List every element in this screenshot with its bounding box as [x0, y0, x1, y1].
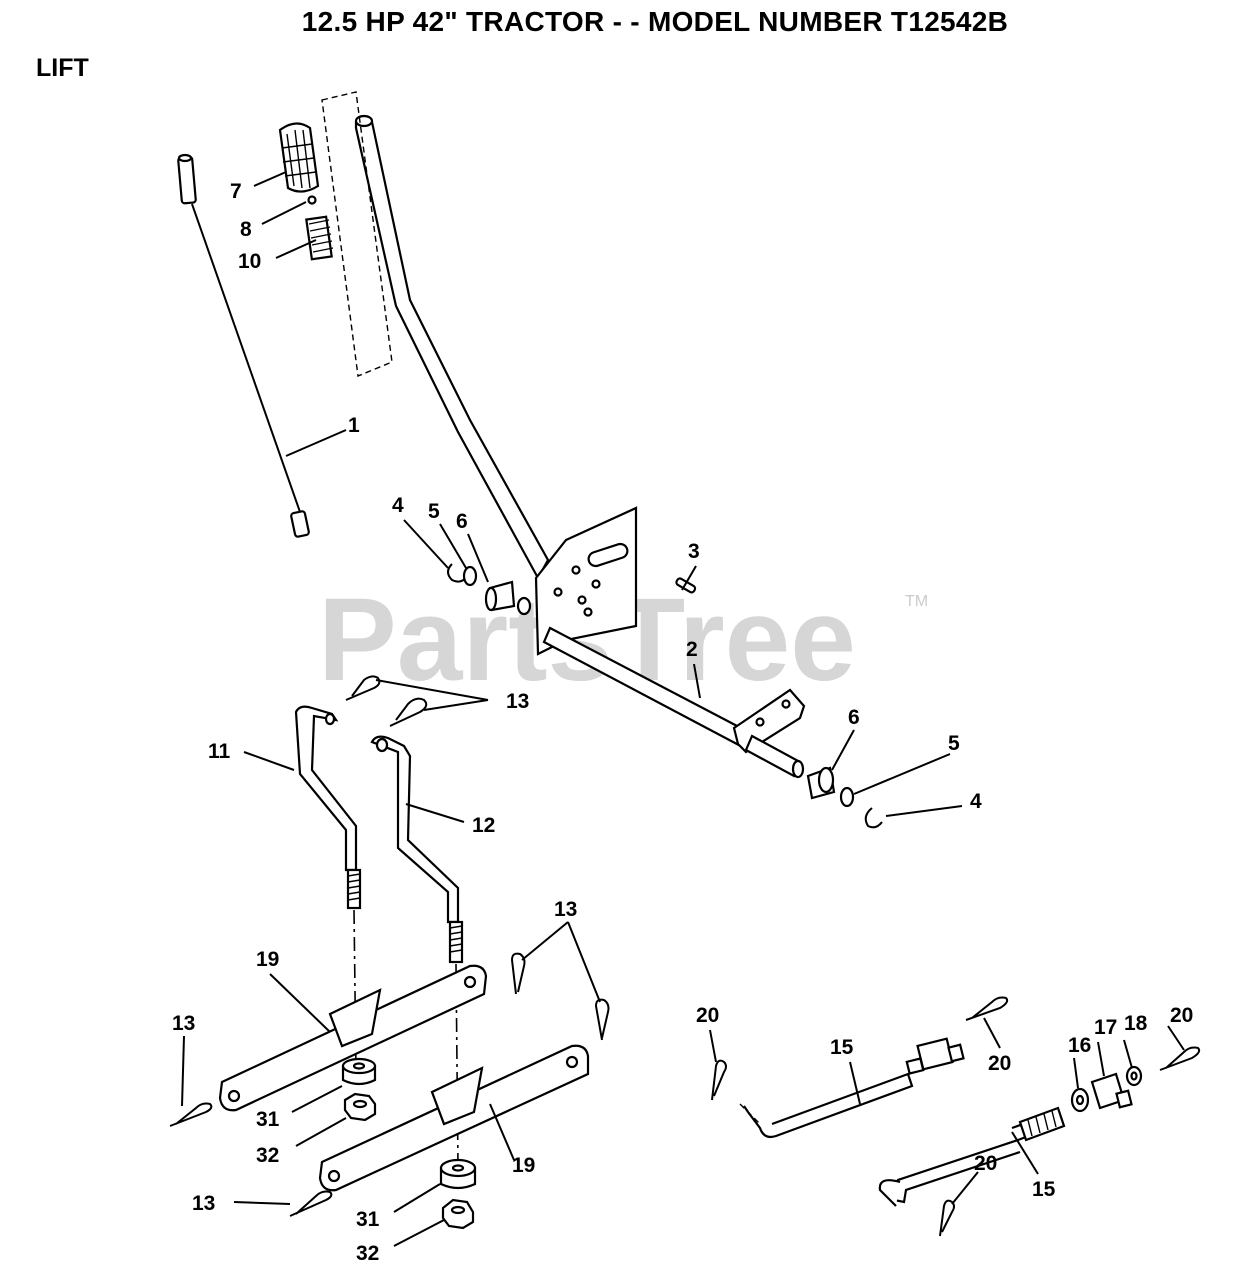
- part-6-bushing-left: [484, 580, 532, 616]
- callout-3: 3: [688, 540, 700, 563]
- callout-32-lower: 32: [356, 1242, 379, 1265]
- adjuster-block: [905, 1037, 965, 1075]
- callout-7: 7: [230, 180, 242, 203]
- callout-11: 11: [208, 740, 231, 763]
- part-19-lift-arm-upper: [218, 964, 488, 1112]
- part-31-spacer-lower: [439, 1158, 477, 1190]
- callout-10: 10: [238, 250, 261, 273]
- part-20-clip-left: [711, 1059, 727, 1101]
- part-15-link-upper: [739, 1072, 914, 1139]
- part-13-hairpin-clip-mid-a: [510, 952, 526, 995]
- callout-20-bottom: 20: [974, 1152, 997, 1175]
- callout-2: 2: [686, 638, 698, 661]
- callout-5-right: 5: [948, 732, 960, 755]
- part-5-washer-right: [839, 786, 855, 808]
- part-13-hairpin-clip-upper-b: [389, 697, 428, 727]
- part-1-lift-rod: [177, 153, 310, 538]
- callout-6-left: 6: [456, 510, 468, 533]
- callout-13-upper: 13: [506, 690, 529, 713]
- callout-20-top: 20: [988, 1052, 1011, 1075]
- section-title: LIFT: [36, 54, 89, 82]
- part-13-hairpin-clip-upper-a: [345, 675, 381, 701]
- callout-13-left: 13: [172, 1012, 195, 1035]
- part-17-block: [1090, 1072, 1133, 1110]
- part-6-bushing-right: [806, 766, 836, 800]
- watermark-tm: TM: [905, 593, 928, 610]
- mounting-plate: [534, 506, 638, 656]
- callout-13-bottom: 13: [192, 1192, 215, 1215]
- part-31-spacer-upper: [341, 1057, 377, 1086]
- part-7-grip: [278, 122, 320, 193]
- part-2-cross-shaft: [542, 626, 806, 779]
- callout-15-lower: 15: [1032, 1178, 1056, 1201]
- callout-5-left: 5: [428, 500, 440, 523]
- callout-32-upper: 32: [256, 1144, 279, 1167]
- part-20-clip-right: [1159, 1046, 1201, 1071]
- callout-31-upper: 31: [256, 1108, 280, 1131]
- callout-31-lower: 31: [356, 1208, 380, 1231]
- part-19-lift-arm-lower: [318, 1044, 590, 1192]
- part-16-nut: [1070, 1087, 1090, 1113]
- callout-18: 18: [1124, 1012, 1148, 1035]
- callout-20-left: 20: [696, 1004, 719, 1027]
- part-8-pin: [307, 195, 317, 205]
- part-20-clip-top: [965, 996, 1009, 1021]
- callout-6-right: 6: [848, 706, 860, 729]
- part-4-ring-left: [447, 563, 467, 583]
- callout-13-mid: 13: [554, 898, 577, 921]
- callout-19-lower: 19: [512, 1154, 535, 1177]
- callout-4-left: 4: [392, 494, 404, 517]
- callout-numbers: 7 8 10 1 4 5 6 3 2 6 5 4 13 11 12 13 19 …: [172, 180, 1193, 1265]
- part-32-nut-lower: [441, 1198, 475, 1230]
- callout-4-right: 4: [970, 790, 982, 813]
- callout-15-upper: 15: [830, 1036, 854, 1059]
- leader-lines: [181, 171, 1185, 1247]
- part-12-lift-link: [370, 735, 464, 964]
- callout-16: 16: [1068, 1034, 1091, 1057]
- callout-19-upper: 19: [256, 948, 279, 971]
- part-15-link-lower: [878, 1106, 1066, 1207]
- lift-handle: [321, 91, 550, 581]
- part-13-hairpin-clip-bottom: [289, 1190, 333, 1217]
- callout-12: 12: [472, 814, 495, 837]
- part-18-nut: [1125, 1065, 1143, 1087]
- part-10-spring: [305, 215, 334, 261]
- part-13-hairpin-clip-mid-b: [594, 998, 610, 1041]
- callout-17: 17: [1094, 1016, 1117, 1039]
- part-11-lift-link: [294, 705, 362, 910]
- part-4-ring-right: [864, 807, 883, 829]
- part-32-nut-upper: [343, 1092, 377, 1122]
- part-5-washer-left: [462, 565, 478, 587]
- part-13-hairpin-clip-left: [169, 1102, 213, 1127]
- page-title: 12.5 HP 42" TRACTOR - - MODEL NUMBER T12…: [301, 6, 1009, 37]
- callout-20-right: 20: [1170, 1004, 1193, 1027]
- callout-8: 8: [240, 218, 252, 241]
- callout-1: 1: [348, 414, 360, 437]
- part-20-clip-bottom: [939, 1199, 955, 1237]
